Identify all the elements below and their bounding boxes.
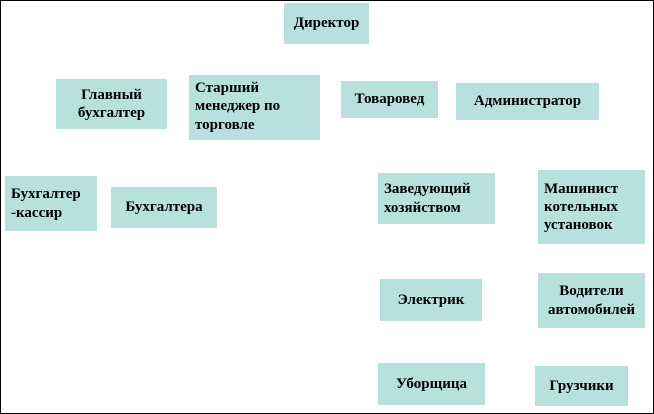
org-node-chief-accountant: Главный бухгалтер [56, 79, 167, 129]
org-node-director: Директор [284, 3, 369, 44]
org-node-boiler-operator: Машинист котельных установок [538, 170, 645, 244]
org-node-accountants: Бухгалтера [111, 187, 217, 228]
org-node-cleaner: Уборщица [378, 363, 485, 405]
org-node-merchandiser: Товаровед [341, 81, 438, 118]
org-node-loaders: Грузчики [535, 366, 628, 406]
org-node-electrician: Электрик [380, 279, 482, 321]
org-node-label: Бухгалтер -кассир [11, 186, 81, 221]
org-node-label: Грузчики [549, 377, 614, 394]
org-node-household-manager: Заведующий хозяйством [378, 173, 495, 224]
org-node-label: Машинист котельных установок [544, 180, 619, 234]
org-node-label: Старший менеджер по торговле [195, 80, 281, 133]
org-node-label: Водители автомобилей [548, 283, 635, 318]
org-node-accountant-cashier: Бухгалтер -кассир [5, 176, 97, 231]
org-node-administrator: Администратор [456, 83, 599, 120]
org-node-label: Электрик [397, 291, 465, 308]
org-node-senior-trade-manager: Старший менеджер по торговле [189, 75, 320, 140]
org-node-label: Администратор [473, 93, 582, 110]
org-node-label: Главный бухгалтер [77, 86, 146, 121]
org-node-label: Бухгалтера [125, 199, 203, 216]
org-node-label: Заведующий хозяйством [384, 181, 471, 216]
org-node-label: Уборщица [395, 375, 468, 392]
org-node-label: Директор [293, 15, 360, 32]
org-node-label: Товаровед [354, 91, 425, 108]
org-node-drivers: Водители автомобилей [538, 273, 645, 328]
